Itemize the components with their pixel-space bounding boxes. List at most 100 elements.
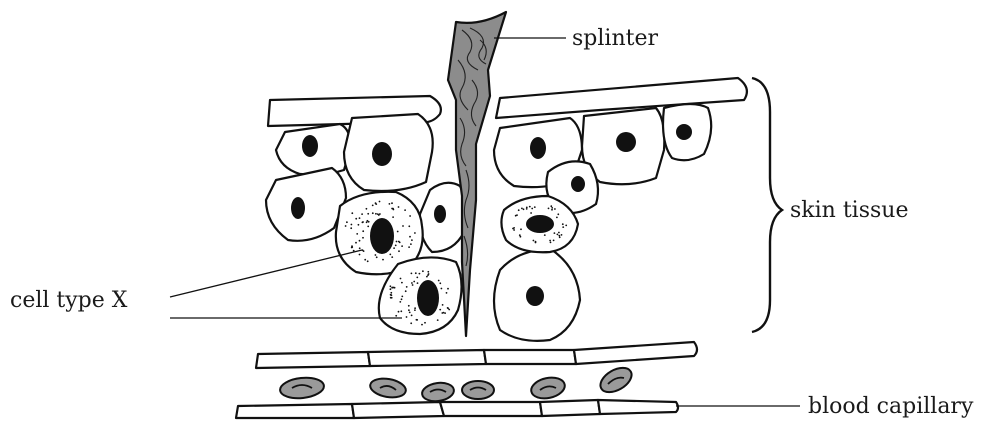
stipple-dot (390, 288, 392, 290)
stipple-dot (409, 312, 411, 314)
stipple-dot (422, 270, 424, 272)
stipple-dot (557, 234, 559, 236)
stipple-dot (411, 315, 413, 317)
stipple-dot (382, 259, 384, 261)
stipple-dot (367, 220, 369, 222)
stipple-dot (364, 259, 366, 261)
stipple-dot (400, 278, 402, 280)
stipple-dot (393, 209, 395, 211)
stipple-dot (401, 296, 403, 298)
skin-tissue-label: skin tissue (790, 198, 908, 223)
stipple-dot (359, 217, 361, 219)
stipple-dot (396, 241, 398, 243)
stipple-dot (561, 234, 563, 236)
stipple-dot (398, 241, 400, 243)
stipple-dot (551, 209, 553, 211)
stipple-dot (523, 208, 525, 210)
stipple-dot (549, 240, 551, 242)
stipple-dot (393, 287, 395, 289)
stipple-dot (442, 304, 444, 306)
stipple-dot (414, 232, 416, 234)
stipple-dot (376, 256, 378, 258)
stipple-dot (533, 240, 535, 242)
stipple-dot (427, 271, 429, 273)
stipple-dot (401, 245, 403, 247)
stipple-dot (419, 273, 421, 275)
stipple-dot (375, 202, 377, 204)
stipple-dot (557, 213, 559, 215)
stipple-dot (345, 225, 347, 227)
stipple-dot (355, 242, 357, 244)
stipple-dot (412, 284, 414, 286)
stipple-dot (408, 225, 410, 227)
stipple-dot (391, 256, 393, 258)
stipple-dot (447, 288, 449, 290)
stipple-dot (366, 208, 368, 210)
stipple-dot (355, 218, 357, 220)
stipple-dot (531, 208, 533, 210)
stipple-dot (358, 224, 360, 226)
stipple-dot (350, 227, 352, 229)
cell-type-x-label: cell type X (10, 288, 128, 313)
stipple-dot (444, 312, 446, 314)
stipple-dot (417, 282, 419, 284)
stipple-dot (424, 322, 426, 324)
stipple-dot (372, 205, 374, 207)
stipple-dot (446, 292, 448, 294)
stipple-dot (534, 206, 536, 208)
stipple-dot (351, 212, 353, 214)
stipple-dot (367, 260, 369, 262)
stipple-dot (406, 286, 408, 288)
stipple-dot (516, 214, 518, 216)
stipple-dot (410, 243, 412, 245)
stipple-dot (438, 280, 440, 282)
stipple-dot (379, 201, 381, 203)
stipple-dot (401, 298, 403, 300)
stipple-dot (400, 310, 402, 312)
stipple-dot (375, 254, 377, 256)
stipple-dot (441, 288, 443, 290)
stipple-dot (408, 305, 410, 307)
stipple-dot (398, 250, 400, 252)
stipple-dot (550, 242, 552, 244)
stipple-dot (390, 294, 392, 296)
stipple-dot (395, 245, 397, 247)
stipple-dot (401, 282, 403, 284)
stipple-dot (513, 229, 515, 231)
stipple-dot (565, 225, 567, 227)
stipple-dot (427, 274, 429, 276)
stipple-dot (395, 315, 397, 317)
stipple-dot (359, 254, 361, 256)
stipple-dot (512, 228, 514, 230)
stipple-dot (439, 309, 441, 311)
stipple-dot (426, 276, 428, 278)
stipple-dot (520, 228, 522, 230)
stipple-dot (390, 297, 392, 299)
stipple-dot (397, 231, 399, 233)
stipple-dot (439, 282, 441, 284)
stipple-dot (414, 307, 416, 309)
stipple-dot (448, 309, 450, 311)
stipple-dot (529, 206, 531, 208)
stipple-dot (362, 221, 364, 223)
stipple-dot (362, 237, 364, 239)
stipple-dot (548, 208, 550, 210)
stipple-dot (411, 239, 413, 241)
stipple-dot (437, 319, 439, 321)
stipple-dot (390, 292, 392, 294)
stipple-dot (392, 216, 394, 218)
stipple-dot (553, 240, 555, 242)
stipple-dot (558, 235, 560, 237)
stipple-dot (562, 226, 564, 228)
stipple-dot (390, 285, 392, 287)
splinter-label: splinter (572, 26, 658, 51)
stipple-dot (526, 208, 528, 210)
stipple-dot (410, 322, 412, 324)
stipple-dot (411, 282, 413, 284)
stipple-dot (367, 226, 369, 228)
red-blood-cells (279, 363, 636, 403)
stipple-dot (554, 232, 556, 234)
stipple-dot (351, 245, 353, 247)
stipple-dot (375, 213, 377, 215)
